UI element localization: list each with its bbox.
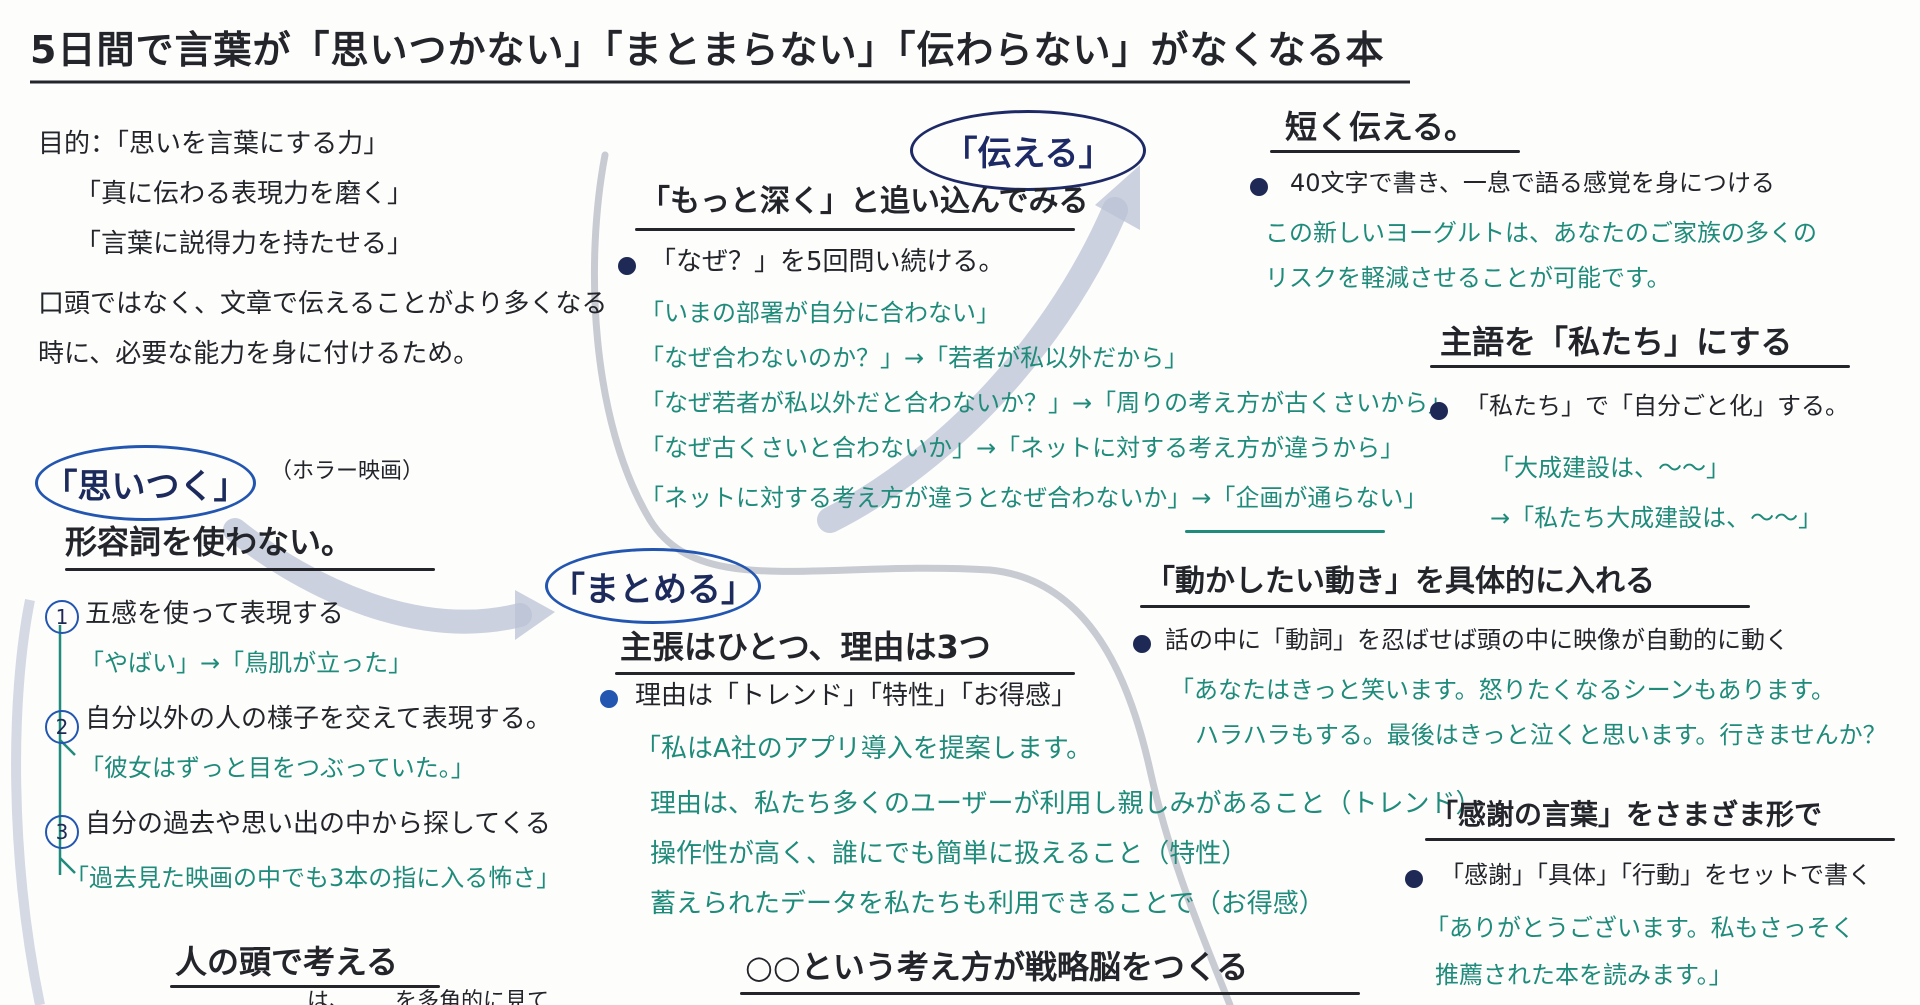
subject-heading: 主語を「私たち」にする [1440, 323, 1793, 361]
omoitsuku-heading-underline [65, 568, 435, 571]
verb-bullet [1133, 635, 1151, 653]
short-heading: 短く伝える。 [1285, 108, 1477, 146]
short-heading-underline [1270, 150, 1520, 153]
item-1-text: 五感を使って表現する [85, 599, 344, 629]
page-title: 5日間で言葉が「思いつかない」「まとまらない」「伝わらない」がなくなる本 [30, 28, 1385, 72]
thanks-example-2: 推薦された本を読みます。」 [1435, 961, 1733, 989]
matomeru-line-3: 操作性が高く、誰にでも簡単に扱えること（特性） [650, 839, 1248, 869]
tsutaeru-heading: 「もっと深く」と追い込んでみる [640, 184, 1089, 219]
subject-example-1: 「大成建設は、〜〜」 [1490, 454, 1730, 482]
short-example-2: リスクを軽減させることが可能です。 [1265, 264, 1671, 292]
thanks-example-1: 「ありがとうございます。私もさっそく [1425, 914, 1855, 942]
matomeru-heading: 主張はひとつ、理由は3つ [620, 628, 991, 666]
chain-line-3: 「なぜ若者が私以外だと合わないか？」→「周りの考え方が古くさいから」 [640, 389, 1453, 417]
matomeru-heading-underline [615, 672, 1075, 675]
subject-example-2: →「私たち大成建設は、〜〜」 [1490, 504, 1823, 532]
matomeru-line-4: 蓄えられたデータを私たちも利用できることで（お得感） [650, 889, 1325, 919]
chain-conclusion-underline [1185, 530, 1385, 533]
matomeru-bullet [600, 690, 618, 708]
chain-line-2: 「なぜ合わないのか？」→「若者が私以外だから」 [640, 344, 1189, 372]
omoitsuku-heading2: 人の頭で考える [175, 943, 399, 981]
verb-heading: 「動かしたい動き」を具体的に入れる [1145, 564, 1655, 599]
omoitsuku-partial: …は、……を多角的に見て [285, 989, 550, 1005]
subject-bullet [1430, 402, 1448, 420]
purpose-label: 目的：「思いを言葉にする力」 [38, 129, 390, 159]
tsutaeru-heading-underline [635, 228, 1075, 231]
purpose-para2: 時に、必要な能力を身に付けるため。 [38, 339, 480, 369]
item-2-text: 自分以外の人の様子を交えて表現する。 [85, 704, 552, 734]
item-1-example: 「やばい」→「鳥肌が立った」 [80, 649, 413, 677]
item-3-text: 自分の過去や思い出の中から探してくる [85, 809, 551, 839]
verb-example-1: 「あなたはきっと笑います。怒りたくなるシーンもあります。 [1170, 676, 1836, 704]
omoitsuku-aside: （ホラー映画） [270, 459, 425, 484]
matomeru-bottom-heading: ○○という考え方が戦略脳をつくる [745, 948, 1249, 986]
matomeru-lead: 理由は「トレンド」「特性」「お得感」 [635, 681, 1078, 711]
matomeru-line-2: 理由は、私たち多くのユーザーが利用し親しみがあること（トレンド） [650, 789, 1482, 819]
purpose-line3: 「言葉に説得力を持たせる」 [75, 229, 414, 259]
item-1-number: 1 [45, 600, 79, 634]
matomeru-line-1: 「私はA社のアプリ導入を提案します。 [635, 734, 1093, 764]
subject-lead: 「私たち」で「自分ごと化」する。 [1465, 392, 1849, 420]
verb-lead: 話の中に「動詞」を忍ばせば頭の中に映像が自動的に動く [1165, 626, 1789, 654]
item-3-number: 3 [45, 815, 79, 849]
thanks-heading: 「感謝の言葉」をさまざま形で [1430, 798, 1823, 831]
tsutaeru-bubble: 「伝える」 [910, 110, 1146, 191]
chain-line-1: 「いまの部署が自分に合わない」 [640, 299, 1000, 327]
purpose-para1: 口頭ではなく、文章で伝えることがより多くなる [38, 289, 608, 319]
matomeru-bottom-underline [740, 992, 1360, 995]
item-3-example: 「過去見た映画の中でも3本の指に入る怖さ」 [65, 864, 561, 892]
verb-example-2: ハラハラもする。最後はきっと泣くと思います。行きませんか？ [1195, 721, 1887, 749]
omoitsuku-heading2-underline [170, 985, 440, 988]
chain-line-5: 「ネットに対する考え方が違うとなぜ合わないか」→「企画が通らない」 [640, 484, 1428, 512]
omoitsuku-heading: 形容詞を使わない。 [65, 523, 354, 561]
thanks-heading-underline [1425, 838, 1895, 841]
short-lead: 40文字で書き、一息で語る感覚を身につける [1290, 169, 1775, 197]
item-2-number: 2 [45, 710, 79, 744]
verb-heading-underline [1140, 605, 1750, 608]
subject-heading-underline [1430, 365, 1850, 368]
omoitsuku-bubble: 「思いつく」 [35, 445, 256, 521]
short-bullet [1250, 178, 1268, 196]
item-2-example: 「彼女はずっと目をつぶっていた。」 [80, 754, 475, 782]
tsutaeru-bullet [618, 257, 636, 275]
thanks-bullet [1405, 870, 1423, 888]
short-example-1: この新しいヨーグルトは、あなたのご家族の多くの [1265, 219, 1817, 247]
tsutaeru-lead: 「なぜ？」を5回問い続ける。 [650, 247, 1005, 277]
chain-line-4: 「なぜ古くさいと合わないか」→「ネットに対する考え方が違うから」 [640, 434, 1405, 462]
matomeru-bubble: 「まとめる」 [545, 548, 761, 624]
thanks-lead: 「感謝」「具体」「行動」をセットで書く [1440, 861, 1872, 889]
purpose-line2: 「真に伝わる表現力を磨く」 [75, 179, 414, 209]
